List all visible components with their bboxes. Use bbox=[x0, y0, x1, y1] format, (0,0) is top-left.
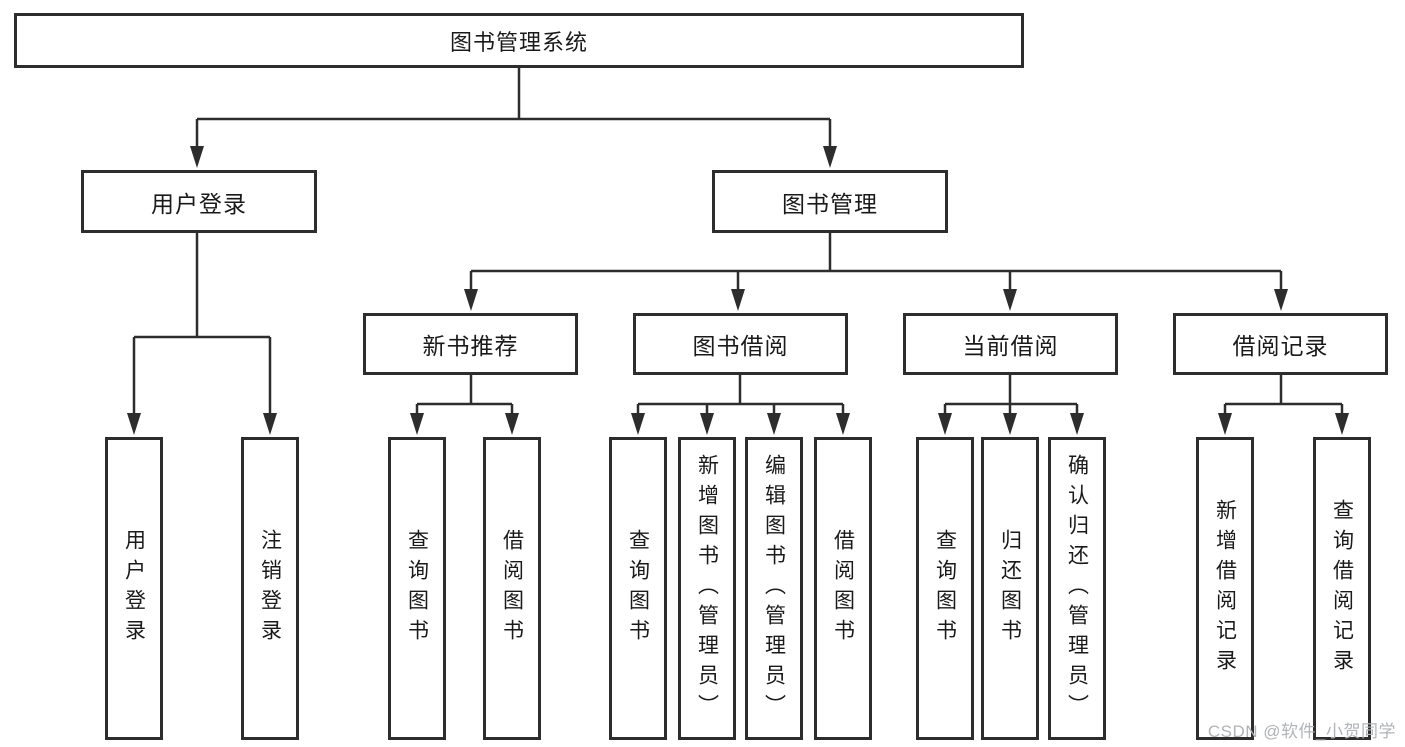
leaf-borrow-books-recommend: 借阅图书 bbox=[483, 437, 541, 740]
node-book-management: 图书管理 bbox=[712, 170, 948, 233]
leaf-query-books-current-label: 查询图书 bbox=[933, 528, 957, 649]
leaf-query-books-recommend: 查询图书 bbox=[388, 437, 446, 740]
csdn-watermark: CSDN @软件_小贺同学 bbox=[1207, 722, 1396, 741]
leaf-borrow-books-label: 借阅图书 bbox=[831, 528, 855, 649]
leaf-add-borrow-record: 新增借阅记录 bbox=[1196, 437, 1254, 740]
node-new-book-recommend: 新书推荐 bbox=[363, 313, 578, 375]
node-library-system: 图书管理系统 bbox=[14, 13, 1024, 68]
node-current-borrow: 当前借阅 bbox=[903, 313, 1118, 375]
leaf-edit-books-admin: 编辑图书（管理员） bbox=[745, 437, 803, 740]
tree-edges bbox=[132, 67, 1344, 416]
leaf-query-borrow-record: 查询借阅记录 bbox=[1313, 437, 1371, 740]
leaf-add-borrow-record-label: 新增借阅记录 bbox=[1213, 498, 1237, 679]
leaf-borrow-books-recommend-label: 借阅图书 bbox=[500, 528, 524, 649]
leaf-query-books-borrow: 查询图书 bbox=[609, 437, 667, 740]
node-user-login: 用户登录 bbox=[81, 170, 317, 233]
node-book-borrow: 图书借阅 bbox=[633, 313, 848, 375]
leaf-add-books-admin: 新增图书（管理员） bbox=[678, 437, 736, 740]
leaf-logout: 注销登录 bbox=[241, 437, 299, 740]
leaf-query-books-recommend-label: 查询图书 bbox=[405, 528, 429, 649]
leaf-add-books-admin-label: 新增图书（管理员） bbox=[695, 453, 719, 724]
leaf-user-login-label: 用户登录 bbox=[122, 528, 146, 649]
node-borrow-records: 借阅记录 bbox=[1173, 313, 1388, 375]
leaf-confirm-return-admin: 确认归还（管理员） bbox=[1048, 437, 1106, 740]
leaf-return-books: 归还图书 bbox=[981, 437, 1039, 740]
arrowheads bbox=[127, 146, 1349, 435]
leaf-query-books-borrow-label: 查询图书 bbox=[626, 528, 650, 649]
leaf-edit-books-admin-label: 编辑图书（管理员） bbox=[762, 453, 786, 724]
leaf-user-login: 用户登录 bbox=[105, 437, 163, 740]
leaf-borrow-books: 借阅图书 bbox=[814, 437, 872, 740]
leaf-query-borrow-record-label: 查询借阅记录 bbox=[1330, 498, 1354, 679]
leaf-query-books-current: 查询图书 bbox=[916, 437, 974, 740]
leaf-logout-label: 注销登录 bbox=[258, 528, 282, 649]
leaf-confirm-return-admin-label: 确认归还（管理员） bbox=[1065, 453, 1089, 724]
leaf-return-books-label: 归还图书 bbox=[998, 528, 1022, 649]
